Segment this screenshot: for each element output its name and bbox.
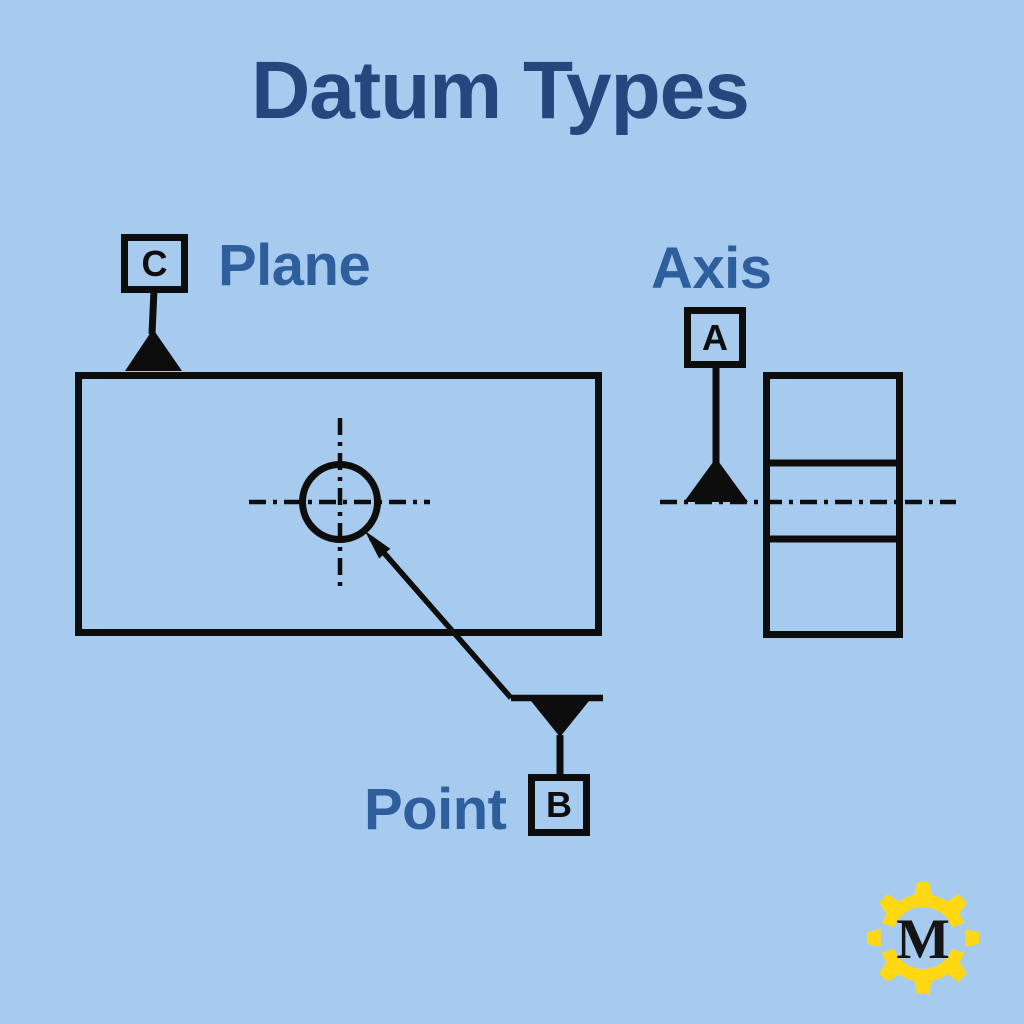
- datum-a-box: A: [684, 307, 746, 368]
- datum-c-triangle-icon: [125, 329, 182, 371]
- front-view-rectangle: [75, 372, 602, 636]
- gear-icon: [866, 881, 980, 995]
- leader-line: [368, 536, 514, 700]
- datum-b-triangle-icon: [531, 701, 589, 737]
- side-view-rectangle: [763, 372, 903, 638]
- plane-label: Plane: [218, 233, 371, 298]
- axis-label: Axis: [651, 236, 772, 301]
- datum-c-letter: C: [141, 242, 168, 284]
- logo-letter: M: [896, 907, 950, 971]
- datum-b-box: B: [528, 774, 590, 836]
- datum-b-letter: B: [546, 784, 572, 825]
- page-title: Datum Types: [251, 45, 750, 136]
- leader-arrowhead-icon: [365, 531, 391, 559]
- datum-c-stem: [148, 289, 158, 335]
- point-label: Point: [364, 777, 507, 842]
- datum-a-letter: A: [702, 316, 728, 358]
- brand-logo: M: [864, 879, 982, 997]
- datum-c-box: C: [121, 234, 188, 293]
- datum-a-triangle-icon: [684, 458, 748, 502]
